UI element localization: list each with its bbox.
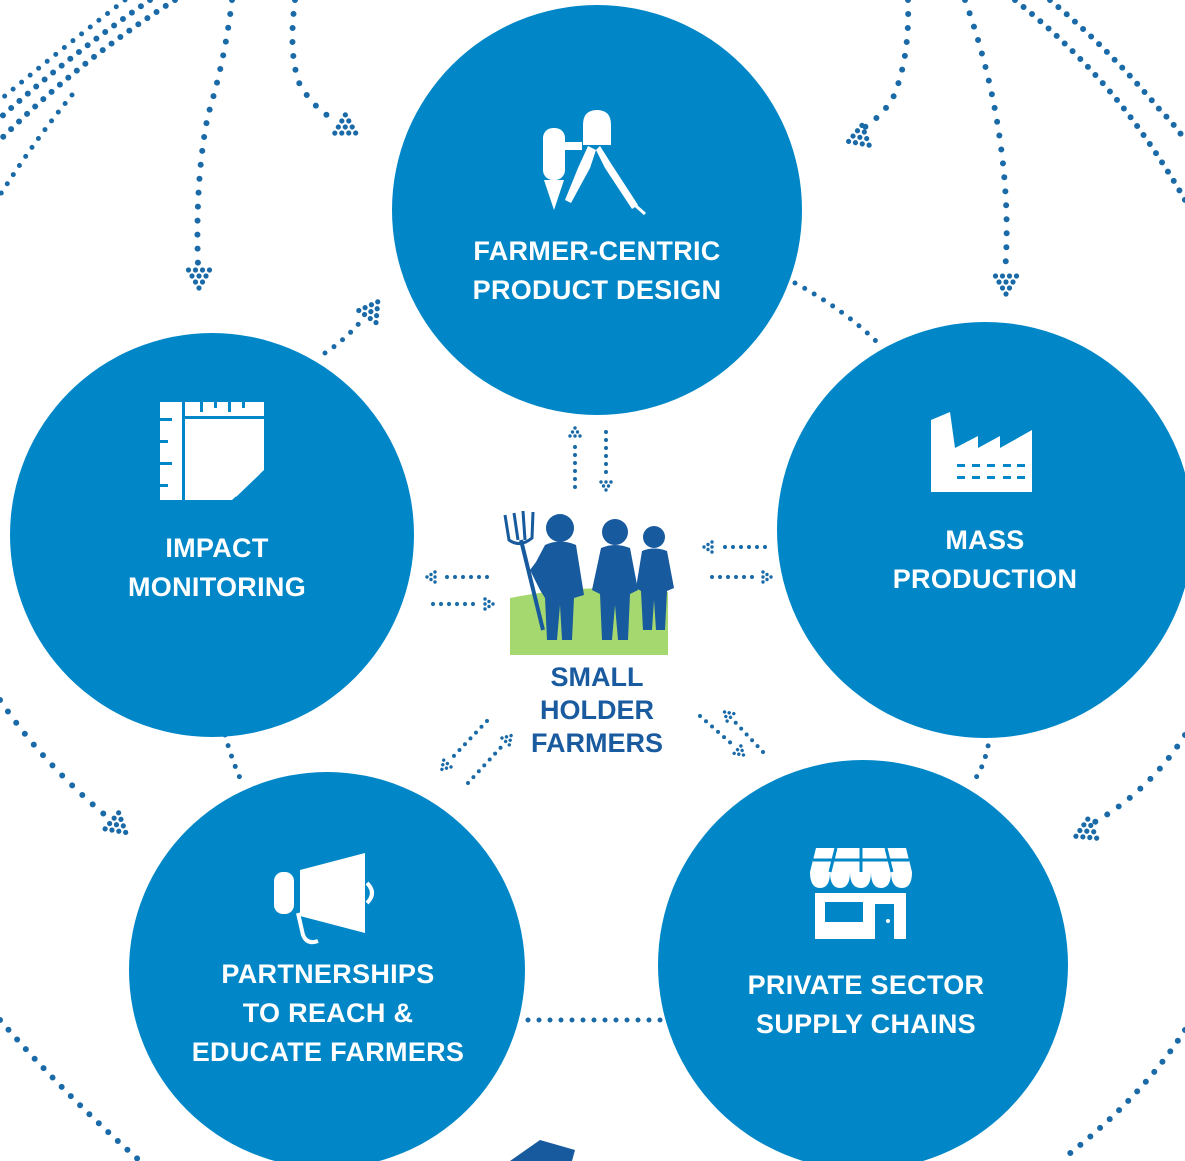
product-design-label-line-1: FARMER-CENTRIC — [473, 236, 721, 266]
product-design-circle — [392, 5, 802, 415]
inner-arrows — [431, 430, 767, 785]
center-label: SMALL HOLDER FARMERS — [497, 661, 697, 760]
partnerships-label: PARTNERSHIPS TO REACH & EDUCATE FARMERS — [178, 955, 478, 1072]
bottom-shape — [510, 1140, 575, 1161]
mass-production-circle — [777, 322, 1185, 738]
notepad-ruler-icon — [160, 402, 264, 500]
partnerships-label-line-1: PARTNERSHIPS — [221, 959, 435, 989]
supply-chains-label-line-1: PRIVATE SECTOR — [747, 970, 985, 1000]
center-label-line-2: HOLDER — [540, 695, 654, 725]
circles — [10, 5, 1185, 1161]
partnerships-label-line-2: TO REACH & — [242, 998, 414, 1028]
megaphone-icon — [274, 853, 374, 945]
center-label-line-3: FARMERS — [530, 728, 663, 758]
storefront-icon — [810, 847, 912, 939]
partnerships-circle — [129, 772, 525, 1161]
impact-monitoring-label-line-1: IMPACT — [165, 533, 269, 563]
product-design-label-line-2: PRODUCT DESIGN — [472, 275, 722, 305]
mass-production-label-line-1: MASS — [945, 525, 1025, 555]
product-design-label: FARMER-CENTRIC PRODUCT DESIGN — [447, 232, 747, 310]
supply-chains-label-line-2: SUPPLY CHAINS — [756, 1009, 976, 1039]
impact-monitoring-label-line-2: MONITORING — [128, 572, 306, 602]
drafting-tools-icon — [543, 110, 646, 216]
impact-monitoring-circle — [10, 333, 414, 737]
impact-monitoring-label: IMPACT MONITORING — [67, 529, 367, 607]
center-label-line-1: SMALL — [550, 662, 644, 692]
mass-production-label-line-2: PRODUCTION — [892, 564, 1078, 594]
supply-chains-label: PRIVATE SECTOR SUPPLY CHAINS — [716, 966, 1016, 1044]
mass-production-label: MASS PRODUCTION — [835, 521, 1135, 599]
factory-icon — [931, 412, 1032, 492]
partnerships-label-line-3: EDUCATE FARMERS — [191, 1037, 465, 1067]
farmers-icon — [503, 510, 674, 655]
supply-chains-circle — [658, 760, 1068, 1161]
